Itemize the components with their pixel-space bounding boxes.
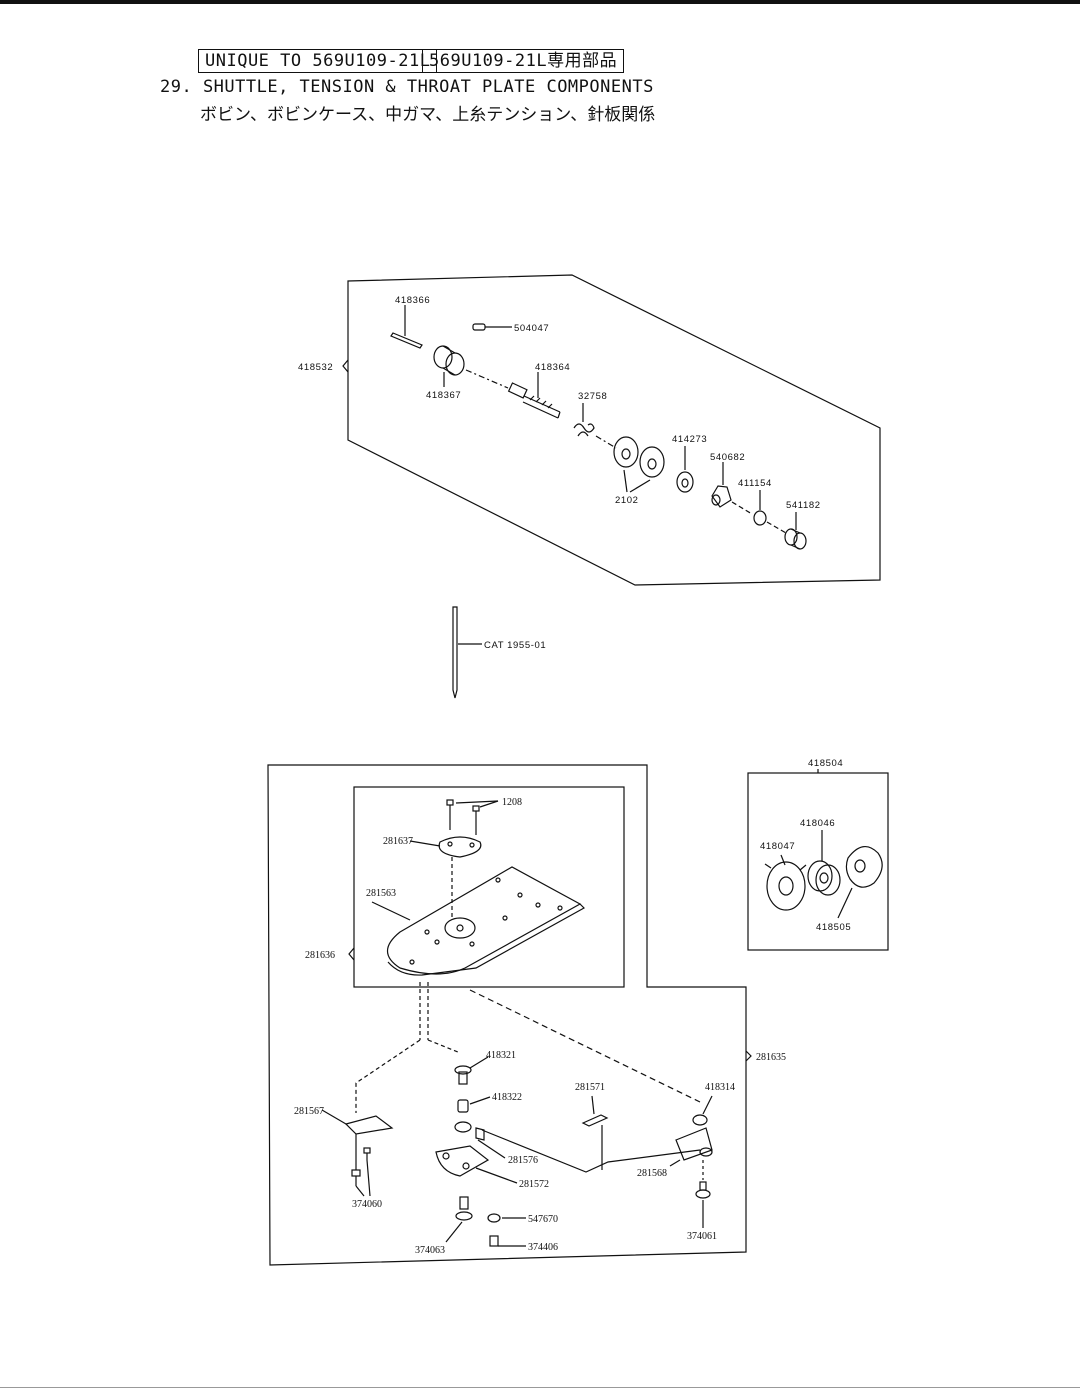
part-281576-link (454, 1121, 506, 1159)
part-418364-stud (507, 372, 561, 419)
part-418505-hook (837, 846, 883, 919)
throat-plate-inner-frame (353, 786, 625, 988)
label-540682: 540682 (710, 452, 745, 463)
part-418321-screw (454, 1056, 489, 1085)
label-2102: 2102 (615, 495, 639, 506)
label-281572: 281572 (519, 1179, 549, 1190)
label-32758: 32758 (578, 391, 607, 402)
label-1208: 1208 (502, 797, 522, 808)
label-418047: 418047 (760, 841, 795, 852)
part-411154-ring (753, 490, 767, 526)
label-414273: 414273 (672, 434, 707, 445)
label-411154: 411154 (738, 478, 772, 489)
part-2102-discs (613, 436, 665, 493)
label-418321: 418321 (486, 1050, 516, 1061)
group-brace-418532 (342, 359, 349, 373)
part-281563-throat-plate (371, 866, 585, 976)
label-374061: 374061 (687, 1231, 717, 1242)
part-547670-washer (487, 1213, 526, 1223)
part-418366-pin (390, 305, 423, 349)
part-needle (452, 606, 482, 699)
label-418367: 418367 (426, 390, 461, 401)
part-418046-bobbin (807, 830, 841, 896)
label-374060: 374060 (352, 1199, 382, 1210)
top-border (0, 0, 1080, 4)
section-title-jp: ボビン、ボビンケース、中ガマ、上糸テンション、針板関係 (200, 105, 656, 125)
label-281567: 281567 (294, 1106, 324, 1117)
part-504047-screw (472, 323, 512, 331)
bottom-rule (0, 1387, 1080, 1388)
label-547670: 547670 (528, 1214, 558, 1225)
throat-plate-frame (267, 764, 747, 1266)
part-374406-screw (489, 1235, 526, 1247)
label-418504: 418504 (808, 758, 843, 769)
part-281571-lever (581, 1095, 609, 1170)
part-281572-plate (435, 1145, 518, 1184)
part-418047-bobbin-case (764, 854, 807, 911)
part-281568-bracket (669, 1127, 713, 1167)
label-418366: 418366 (395, 295, 430, 306)
label-281563: 281563 (366, 888, 396, 899)
label-281571: 281571 (575, 1082, 605, 1093)
part-541182-knob (784, 512, 807, 550)
label-needle: CAT 1955-01 (484, 640, 546, 651)
label-418322: 418322 (492, 1092, 522, 1103)
part-540682-nut (711, 462, 732, 508)
part-418314-washer (692, 1095, 713, 1126)
label-281636: 281636 (305, 950, 335, 961)
label-418505: 418505 (816, 922, 851, 933)
part-374061-screw (695, 1160, 711, 1228)
label-281576: 281576 (508, 1155, 538, 1166)
label-504047: 504047 (514, 323, 549, 334)
part-281567-bracket (321, 1109, 394, 1170)
unique-badge-jp: 569U109-21L専用部品 (422, 49, 625, 73)
unique-badge: UNIQUE TO 569U109-21L (198, 49, 438, 73)
label-281637: 281637 (383, 836, 413, 847)
label-541182: 541182 (786, 500, 821, 511)
part-281637-slide-plate (409, 836, 482, 858)
part-418367-stud (433, 345, 465, 387)
part-374060-screws (351, 1147, 371, 1197)
label-374063: 374063 (415, 1245, 445, 1256)
label-418314: 418314 (705, 1082, 735, 1093)
label-374406: 374406 (528, 1242, 558, 1253)
part-414273-washer (676, 446, 694, 493)
label-281568: 281568 (637, 1168, 667, 1179)
part-418322-collar (457, 1096, 491, 1113)
label-281635: 281635 (756, 1052, 786, 1063)
label-418046: 418046 (800, 818, 835, 829)
section-title: 29. SHUTTLE, TENSION & THROAT PLATE COMP… (160, 77, 654, 97)
label-418532: 418532 (298, 362, 333, 373)
part-374063-screw (445, 1196, 473, 1243)
group-brace-281636 (348, 947, 355, 961)
part-1208-screws (446, 799, 499, 835)
part-32758-spring (573, 403, 595, 437)
tension-assembly-frame (347, 274, 881, 586)
label-418364: 418364 (535, 362, 570, 373)
group-brace-281635 (745, 1050, 752, 1062)
